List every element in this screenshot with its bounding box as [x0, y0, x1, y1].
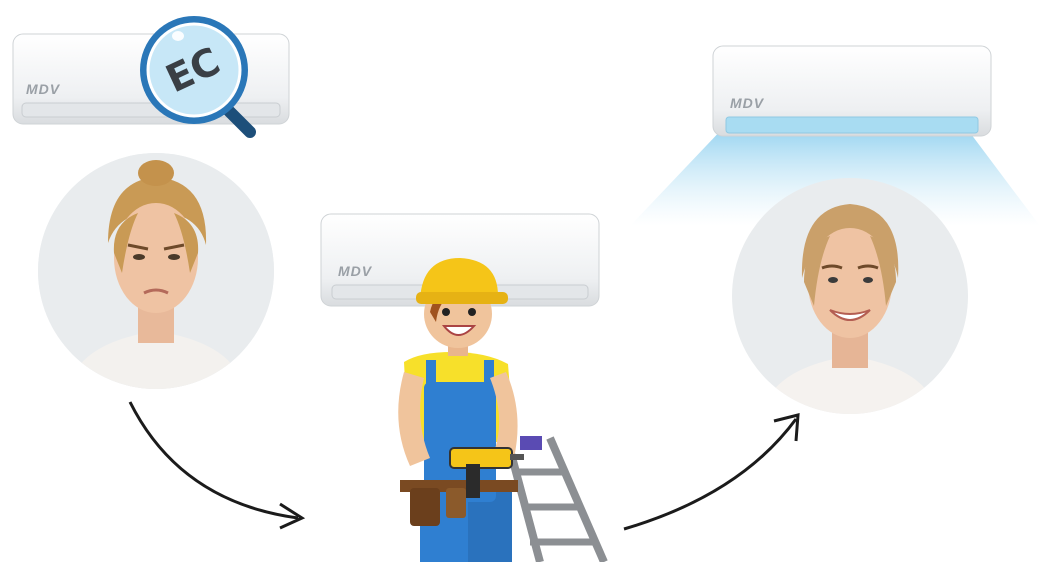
curved-arrow-icon: [120, 392, 320, 532]
portrait-happy: [732, 178, 968, 414]
ac-body-right: [712, 45, 992, 139]
technician-illustration: [390, 252, 610, 562]
ac-unit-right: MDV: [712, 45, 992, 139]
curved-arrow-icon: [620, 405, 810, 535]
brand-logo: MDV: [730, 95, 764, 111]
brand-logo: MDV: [26, 81, 60, 97]
portrait-unhappy: [38, 153, 274, 389]
magnifier-icon: EC: [132, 8, 262, 138]
brand-logo: MDV: [338, 263, 372, 279]
